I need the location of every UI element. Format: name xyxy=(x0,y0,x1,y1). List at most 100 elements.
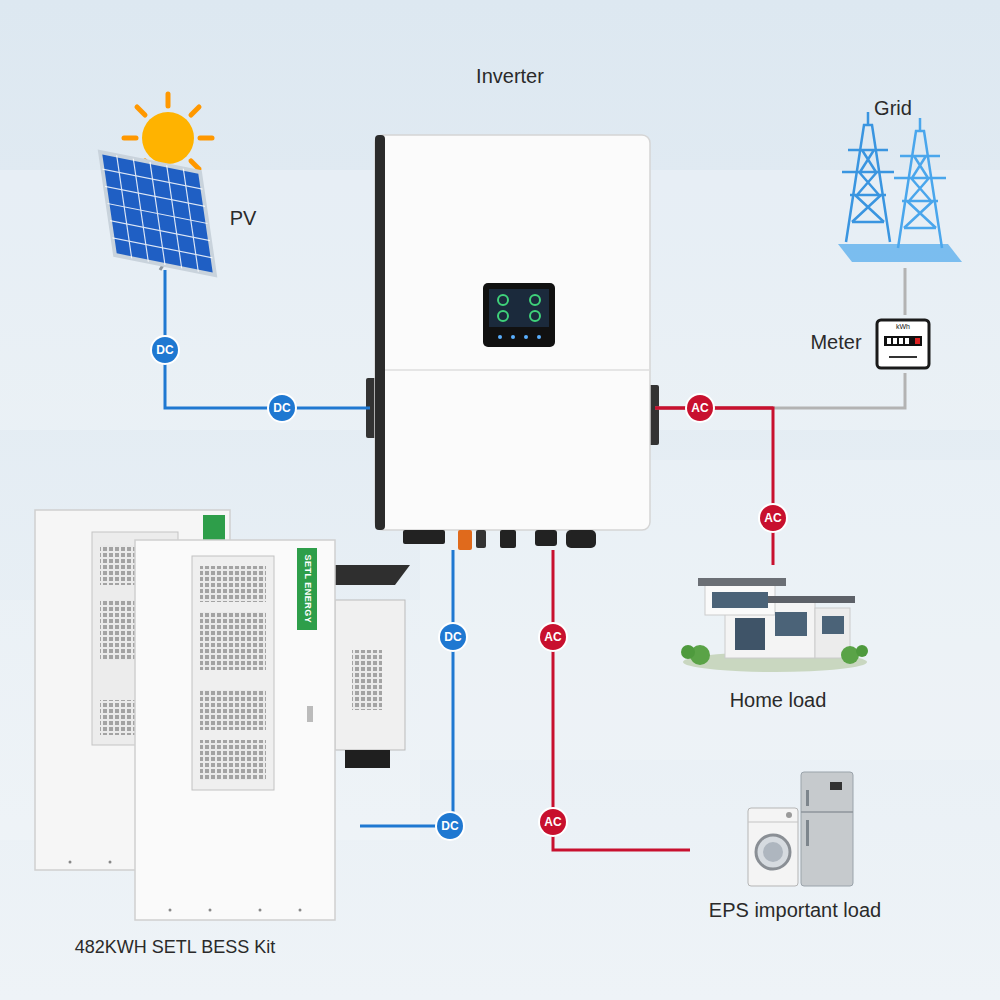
appliances-icon-part xyxy=(801,811,853,813)
inverter-node: Inverter xyxy=(370,60,655,550)
battery-cabinets-part xyxy=(169,909,172,912)
house-icon-part xyxy=(698,578,786,586)
appliances-icon-part xyxy=(830,782,842,790)
electricity-meter-part xyxy=(905,338,909,344)
meter-node: Meter xyxy=(800,315,935,373)
solar-panel-part-part-part xyxy=(105,186,205,206)
battery-cabinets-part xyxy=(335,600,405,750)
node-label: 482KWH SETL BESS Kit xyxy=(75,937,275,959)
wire-connector xyxy=(360,550,453,826)
inverter-unit xyxy=(366,135,659,550)
signal-badge: AC xyxy=(687,395,713,421)
inverter-unit-part xyxy=(403,530,445,544)
wire-connector xyxy=(655,408,773,565)
electricity-meter-part xyxy=(899,338,903,344)
battery-cabinets-part xyxy=(200,612,266,670)
electricity-meter-part xyxy=(889,356,917,358)
inverter-unit-part xyxy=(537,335,541,339)
solar-panel-part-part-part xyxy=(112,238,212,258)
solar-panel-part-part xyxy=(100,152,215,275)
signal-badge: AC xyxy=(760,505,786,531)
wire-connector-part xyxy=(655,408,773,565)
house-icon-part xyxy=(822,616,844,634)
wire-connector xyxy=(553,550,690,850)
battery-cabinets-part xyxy=(200,566,266,602)
house-icon-part xyxy=(735,618,765,650)
sun-icon-part-part xyxy=(200,136,212,141)
electricity-meter-part xyxy=(915,338,920,344)
battery-cabinets-part xyxy=(109,861,112,864)
electricity-meter-part xyxy=(884,336,922,346)
inverter-unit-part xyxy=(375,135,385,530)
sun-icon-part-part xyxy=(166,94,171,106)
inverter-unit-part xyxy=(500,530,516,548)
home-load-node: Home load xyxy=(680,565,875,716)
sun-icon-part-part xyxy=(124,136,136,141)
node-label: EPS important load xyxy=(709,898,881,922)
inverter-unit-part xyxy=(498,335,502,339)
inverter-unit-part xyxy=(458,530,472,550)
ac-badge: AC xyxy=(540,809,566,835)
solar-panel-part-part-part xyxy=(108,204,208,224)
node-label: PV xyxy=(230,206,257,230)
meter-unit-label: kWh xyxy=(896,323,910,331)
grid-towers-part xyxy=(842,112,894,242)
appliances-icon-part xyxy=(756,835,790,869)
battery-cabinets-part xyxy=(200,740,266,780)
appliances-icon-part xyxy=(748,808,798,886)
battery-cabinets-part xyxy=(69,861,72,864)
sun-icon-part-part xyxy=(191,161,199,169)
signal-badge: AC xyxy=(540,624,566,650)
house-icon-part xyxy=(681,645,695,659)
battery-cabinets-part xyxy=(192,556,274,790)
node-label: Meter xyxy=(810,330,861,354)
battery-cabinets-part xyxy=(209,909,212,912)
battery-cabinets-part xyxy=(307,706,313,722)
inverter-unit-part xyxy=(511,335,515,339)
wire-connector-part xyxy=(360,550,453,826)
sun-icon-part-part xyxy=(191,107,199,115)
electricity-meter xyxy=(877,320,929,368)
battery-cabinets-part xyxy=(352,650,382,710)
battery-cabinets-part xyxy=(135,540,335,920)
solar-panel-part-part-part xyxy=(110,221,210,241)
house-icon-part xyxy=(760,596,855,603)
inverter-unit-part xyxy=(535,530,557,546)
inverter-unit-part xyxy=(530,311,540,321)
house-icon-part xyxy=(841,646,859,664)
inverter-unit-part xyxy=(476,530,486,548)
electricity-meter-part xyxy=(893,338,897,344)
inverter-unit-part xyxy=(489,289,549,327)
inverter-unit-part xyxy=(524,335,528,339)
appliances-icon-part xyxy=(748,822,798,823)
sun-icon-part xyxy=(142,112,194,164)
pv-node: PV xyxy=(95,95,275,270)
eps-load-node: EPS important load xyxy=(690,765,905,926)
inverter-unit-part xyxy=(498,295,508,305)
battery-cabinets-part xyxy=(259,909,262,912)
wire-connector xyxy=(165,270,370,408)
inverter-unit-part xyxy=(375,135,650,530)
appliances-icon-part xyxy=(806,820,809,846)
grid-towers-part xyxy=(894,118,946,248)
grid-towers xyxy=(838,112,962,262)
appliances-icon-part xyxy=(801,772,853,886)
node-label: Grid xyxy=(874,96,912,120)
dc-badge: DC xyxy=(152,337,178,363)
sun-icon-part-part xyxy=(137,107,145,115)
electricity-meter-part xyxy=(887,338,891,344)
grid-node: Grid xyxy=(830,92,960,268)
battery-cabinets-part xyxy=(297,548,317,630)
solar-panel-part xyxy=(100,152,215,275)
solar-panel-part-part-part xyxy=(103,169,203,189)
house-icon xyxy=(681,578,868,672)
brand-label: SETL ENERGY xyxy=(302,555,312,624)
wire-connector-part xyxy=(165,270,370,408)
solar-panel xyxy=(100,152,215,275)
grid-towers-part xyxy=(838,244,962,262)
inverter-unit-part xyxy=(566,530,596,548)
